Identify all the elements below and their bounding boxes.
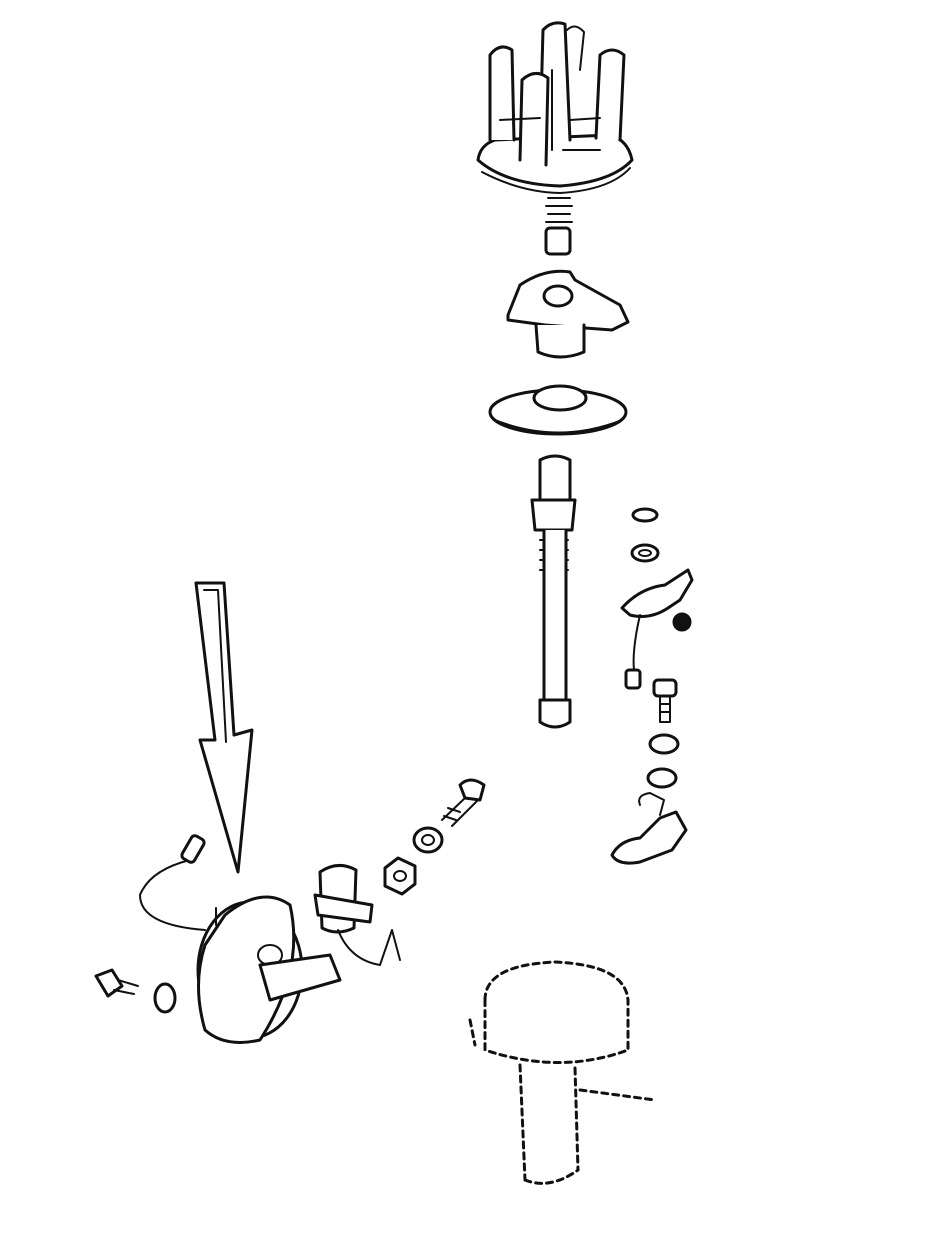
distributor-cap-icon [476, 21, 634, 194]
down-arrow-icon [194, 581, 254, 874]
shaft-icon [530, 454, 577, 729]
condenser-icon [313, 864, 401, 966]
dust-shield-icon [488, 384, 628, 436]
contact-points-icon [610, 507, 694, 865]
spring-icon [544, 197, 573, 256]
vacuum-unit-icon [94, 834, 342, 1044]
bolt-nut-washer-icon [383, 778, 486, 896]
rotor-icon [506, 269, 630, 359]
housing-outline-icon [468, 960, 657, 1185]
